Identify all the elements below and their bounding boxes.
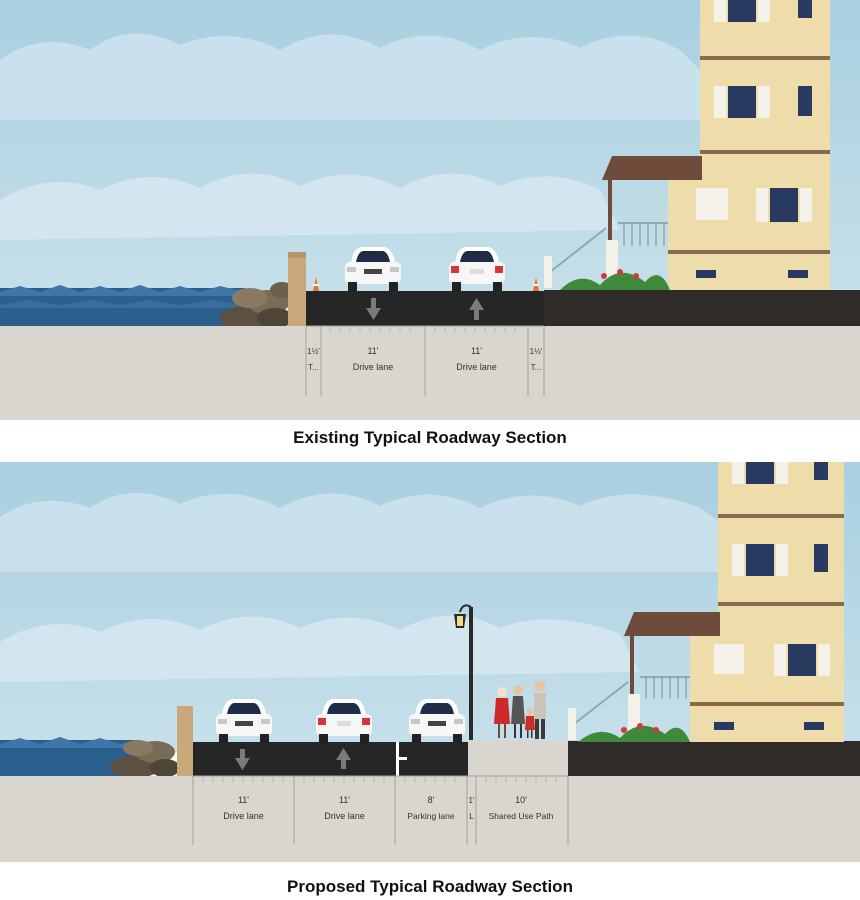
dim-label: T...	[531, 363, 542, 372]
car-icon	[316, 699, 372, 743]
building	[544, 0, 830, 290]
arrow-down-icon	[366, 298, 381, 320]
dim-label: Parking lane	[407, 811, 455, 821]
dark-ground	[544, 290, 860, 326]
rocks	[110, 740, 180, 778]
dim-label: Shared Use Path	[489, 811, 554, 821]
proposed-section-title: Proposed Typical Roadway Section	[287, 877, 573, 896]
dim-width: 11'	[471, 346, 482, 356]
ruler-ticks	[202, 776, 557, 782]
dim-width: 11'	[339, 795, 350, 805]
ruler-ticks	[329, 326, 516, 332]
dim-width: 11'	[367, 346, 378, 356]
ground	[0, 326, 860, 420]
dimension-ticks	[305, 325, 545, 396]
clouds	[0, 33, 700, 240]
shared-use-path-surface	[468, 740, 568, 776]
traffic-cone-icon	[313, 277, 319, 291]
building	[568, 462, 844, 742]
car-icon	[449, 247, 505, 291]
seawall	[177, 706, 193, 777]
dim-width: 1'	[469, 796, 475, 805]
arrow-up-icon	[469, 298, 484, 320]
traffic-cone-icon	[533, 277, 539, 291]
dim-width: 10'	[515, 795, 527, 805]
existing-section-title: Existing Typical Roadway Section	[293, 428, 567, 447]
seawall	[288, 252, 306, 326]
car-icon	[216, 699, 272, 743]
dim-label: T...	[308, 363, 319, 372]
dim-width: 1½'	[307, 347, 320, 356]
pedestrian-icon	[511, 685, 525, 738]
dim-label: Drive lane	[324, 811, 365, 821]
dim-label: Drive lane	[223, 811, 264, 821]
clouds	[0, 492, 720, 682]
arrow-down-icon	[235, 749, 250, 770]
dark-ground	[568, 741, 860, 776]
road-asphalt	[193, 742, 468, 776]
dim-label: Drive lane	[456, 362, 497, 372]
pedestrian-icon	[534, 680, 546, 739]
dim-label: L	[469, 812, 474, 821]
dim-label: Drive lane	[353, 362, 394, 372]
road-asphalt	[306, 291, 544, 326]
car-icon	[345, 247, 401, 291]
street-lamp-icon	[454, 604, 473, 740]
arrow-up-icon	[336, 748, 351, 769]
pedestrian-icon	[494, 687, 510, 738]
existing-section-illustration: 1½' T... 11' Drive lane 11' Drive lane 1…	[0, 0, 860, 420]
car-icon	[409, 699, 465, 743]
dim-width: 11'	[238, 795, 249, 805]
proposed-section-illustration: 11' Drive lane 11' Drive lane 8' Parking…	[0, 462, 860, 862]
pedestrian-icon	[525, 708, 535, 738]
dim-width: 1½'	[530, 347, 543, 356]
parking-marking	[396, 742, 399, 776]
water	[0, 285, 245, 328]
ground	[0, 776, 860, 862]
dim-width: 8'	[428, 795, 435, 805]
